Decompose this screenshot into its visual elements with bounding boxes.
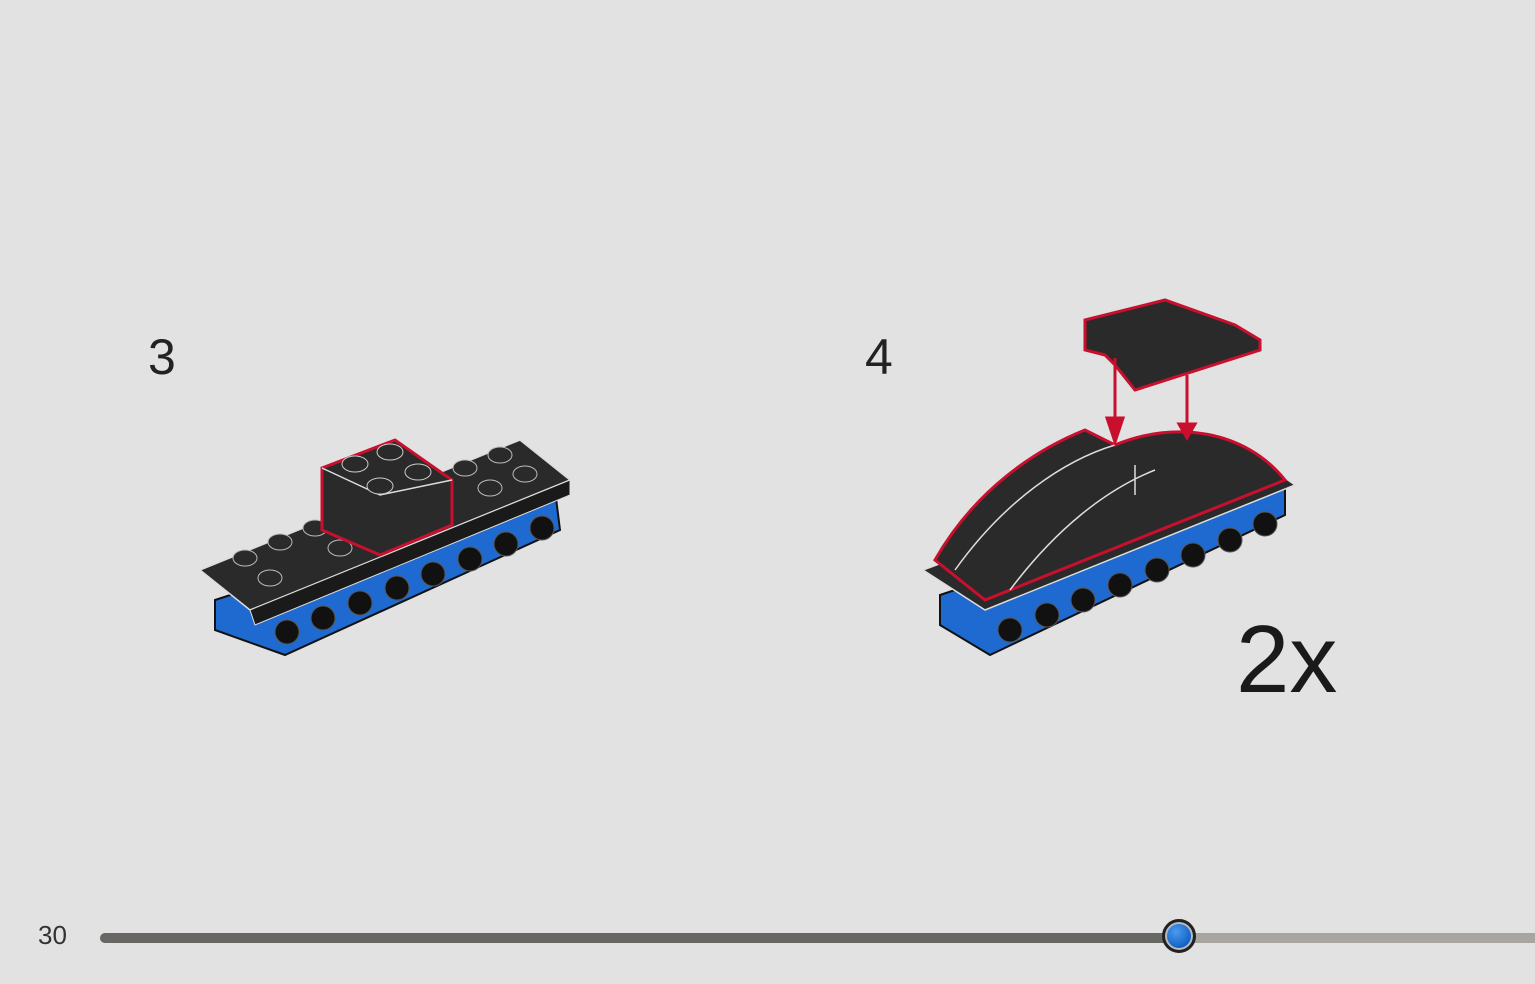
page-slider-track[interactable] xyxy=(100,919,1535,953)
step-3-model-illustration xyxy=(198,438,572,657)
step-number-3: 3 xyxy=(148,329,176,385)
page-number-label: 30 xyxy=(38,920,67,950)
quantity-multiplier: 2x xyxy=(1236,606,1338,713)
page-slider-thumb[interactable] xyxy=(1162,919,1197,953)
page-slider-fill xyxy=(100,933,1180,943)
step-4-model-illustration xyxy=(921,298,1297,657)
step-number-4: 4 xyxy=(865,329,893,385)
